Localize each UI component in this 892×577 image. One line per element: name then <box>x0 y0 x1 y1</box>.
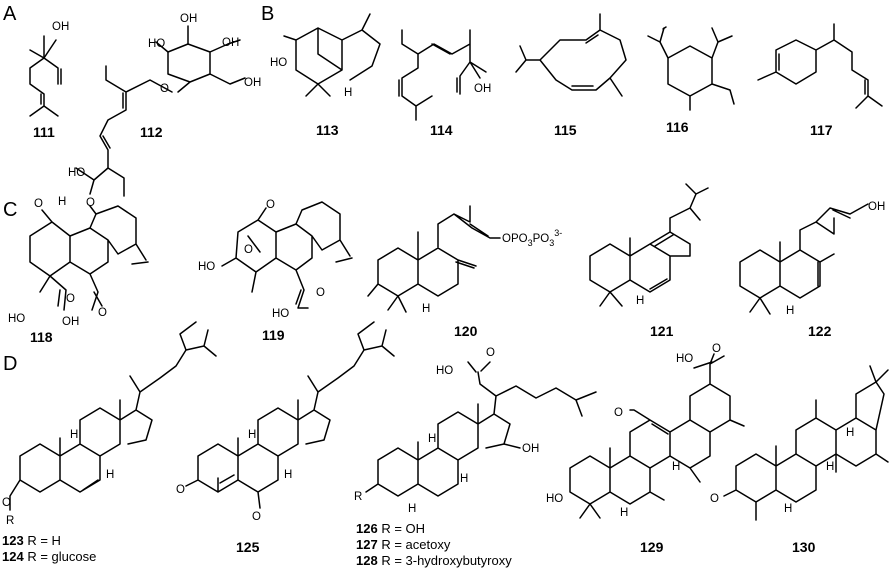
hydroxyl-label-118b: OH <box>62 316 79 328</box>
compound-label-129: 129 <box>640 539 664 555</box>
structure-118 <box>29 205 149 311</box>
compound-label-116: 116 <box>666 119 689 135</box>
structure-115 <box>515 13 627 97</box>
hydroxyl-label-113: HO <box>270 57 287 69</box>
hydrogen-label-129b: H <box>672 461 680 473</box>
panel-label-b: B <box>261 3 274 25</box>
hydrogen-label-121: H <box>636 295 644 307</box>
structure-130 <box>723 365 889 521</box>
structure-113 <box>283 13 381 97</box>
compound-label-113: 113 <box>316 122 339 138</box>
hydrogen-label-125b: H <box>284 469 292 481</box>
hydroxyl-label-112e: HO <box>68 167 85 179</box>
compound-label-111: 111 <box>33 124 55 140</box>
hydroxyl-label-119a: HO <box>198 261 215 273</box>
compound-label-125: 125 <box>236 539 260 555</box>
oxygen-label-130: O <box>710 493 719 505</box>
panel-label-d: D <box>3 353 17 375</box>
hydroxyl-label-112a: HO <box>148 38 165 50</box>
compound-label-124: 124 R = glucose <box>2 549 96 564</box>
r-label-123: R <box>6 515 14 527</box>
oxygen-label-125a: O <box>176 484 185 496</box>
hydrogen-label-120: H <box>422 303 430 315</box>
hydrogen-label-118: H <box>58 196 66 208</box>
compound-label-126: 126 R = OH <box>356 521 425 536</box>
hydrogen-label-130b: H <box>826 461 834 473</box>
structure-121 <box>589 183 709 307</box>
panel-label-c: C <box>3 199 17 221</box>
structure-119 <box>221 201 353 309</box>
oxygen-label-119b: O <box>244 244 253 256</box>
structure-111 <box>29 35 62 117</box>
hydrogen-label-126a: H <box>428 433 436 445</box>
compound-label-112: 112 <box>140 124 163 140</box>
structure-112 <box>75 25 246 197</box>
compound-label-121: 121 <box>650 323 674 339</box>
compound-label-117: 117 <box>810 122 833 138</box>
compound-label-122: 122 <box>808 323 832 339</box>
oxygen-label-129b: O <box>614 407 623 419</box>
compound-label-115: 115 <box>554 122 577 138</box>
hydroxyl-label-129: HO <box>676 353 693 365</box>
panel-label-a: A <box>3 3 17 25</box>
hydrogen-label-123b: H <box>106 469 114 481</box>
oxygen-label-118: O <box>34 198 43 210</box>
oxygen-label-129a: O <box>712 343 721 355</box>
oxygen-label-125b: O <box>252 511 261 523</box>
hydrogen-label-122: H <box>786 305 794 317</box>
hydroxyl-label-126b: OH <box>522 443 539 455</box>
oxygen-label-123: O <box>2 497 11 509</box>
oxygen-label-118c: O <box>98 307 107 319</box>
hydroxyl-label-129b: HO <box>546 493 563 505</box>
hydrogen-label-130a: H <box>784 503 792 515</box>
structure-114 <box>398 29 487 121</box>
hydroxyl-label-126a: HO <box>436 365 453 377</box>
hydrogen-label-123a: H <box>70 429 78 441</box>
panel-a: A OH 111 HO OH OH OH O HO O 112 <box>3 3 261 209</box>
structure-116 <box>647 26 735 111</box>
panel-b: B HO H 113 OH 114 115 116 117 <box>261 3 883 138</box>
panel-d: D O R H H 123 R = H 124 R = glucose O O … <box>2 321 889 568</box>
compound-label-123: 123 R = H <box>2 533 61 548</box>
hydroxyl-label-119b: HO <box>272 308 289 320</box>
structure-129 <box>569 353 745 519</box>
compound-label-119: 119 <box>262 327 285 343</box>
hydrogen-label-130c: H <box>846 427 854 439</box>
r-label-126: R <box>354 491 362 503</box>
hydroxyl-label-122: OH <box>868 201 885 213</box>
structure-126 <box>365 361 597 497</box>
hydroxyl-label-111: OH <box>52 21 69 33</box>
hydroxyl-label-114: OH <box>474 83 491 95</box>
oxygen-label-126: O <box>486 347 495 359</box>
compound-label-120: 120 <box>454 323 478 339</box>
compound-label-114: 114 <box>430 122 453 138</box>
oxygen-label-112: O <box>160 83 169 95</box>
hydrogen-label-113: H <box>344 87 352 99</box>
hydrogen-label-129a: H <box>620 507 628 519</box>
structure-122 <box>739 203 869 315</box>
phosphate-label-120: OPO3PO33- <box>502 228 562 248</box>
hydroxyl-label-112d: OH <box>244 77 261 89</box>
hydroxyl-label-118a: HO <box>8 313 25 325</box>
hydrogen-label-125a: H <box>248 429 256 441</box>
compound-label-130: 130 <box>792 539 816 555</box>
structure-123 <box>9 321 217 511</box>
compound-label-118: 118 <box>30 329 53 345</box>
compound-label-128: 128 R = 3-hydroxybutyroxy <box>356 553 512 568</box>
oxygen-label-112b: O <box>86 197 95 209</box>
hydroxyl-label-112b: OH <box>180 13 197 25</box>
panel-c: C O H HO O O OH 118 O O HO O HO 119 OPO3… <box>3 183 885 345</box>
hydroxyl-label-112c: OH <box>222 37 239 49</box>
hydrogen-label-126c: H <box>408 503 416 515</box>
oxygen-label-119a: O <box>266 199 275 211</box>
compound-label-127: 127 R = acetoxy <box>356 537 451 552</box>
structure-125 <box>185 321 395 509</box>
structure-120 <box>367 205 501 313</box>
oxygen-label-119c: O <box>316 287 325 299</box>
structure-117 <box>757 23 883 109</box>
oxygen-label-118b: O <box>66 293 75 305</box>
hydrogen-label-126b: H <box>460 473 468 485</box>
